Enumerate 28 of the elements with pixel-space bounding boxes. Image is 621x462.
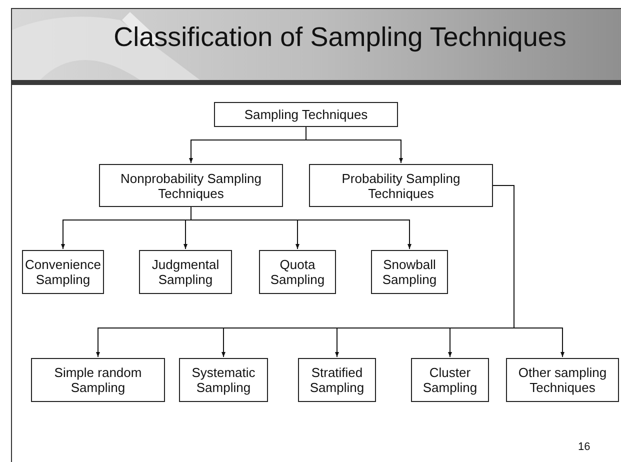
slide-title: Classification of Sampling Techniques [112,22,568,53]
box-label: Systematic Sampling [190,365,256,395]
category-box [506,358,619,402]
category-box [309,164,493,207]
category-box [139,250,232,294]
box-label: Probability Sampling Techniques [340,170,462,200]
connector-arrow [190,206,412,250]
category-box [298,358,376,402]
category-box [411,358,489,402]
category-box [22,250,104,294]
box-label: Quota Sampling [269,257,326,287]
page-number: 16 [578,441,590,453]
box-label: Snowball Sampling [381,257,438,287]
category-box [99,164,283,207]
box-label: Other sampling Techniques [517,365,608,395]
box-label: Nonprobability Sampling Techniques [120,170,262,200]
connector-arrow [492,185,564,358]
box-label: Simple random Sampling [53,365,143,395]
box-label: Convenience Sampling [25,257,101,287]
box-label: Cluster Sampling [422,365,478,395]
category-box [179,358,268,402]
box-label: Stratified Sampling [308,365,366,395]
box-label: Sampling Techniques [244,107,368,122]
category-box [31,358,165,402]
category-box [371,250,448,294]
category-box [214,102,398,127]
category-box [259,250,336,294]
box-label: Judgmental Sampling [150,257,220,287]
